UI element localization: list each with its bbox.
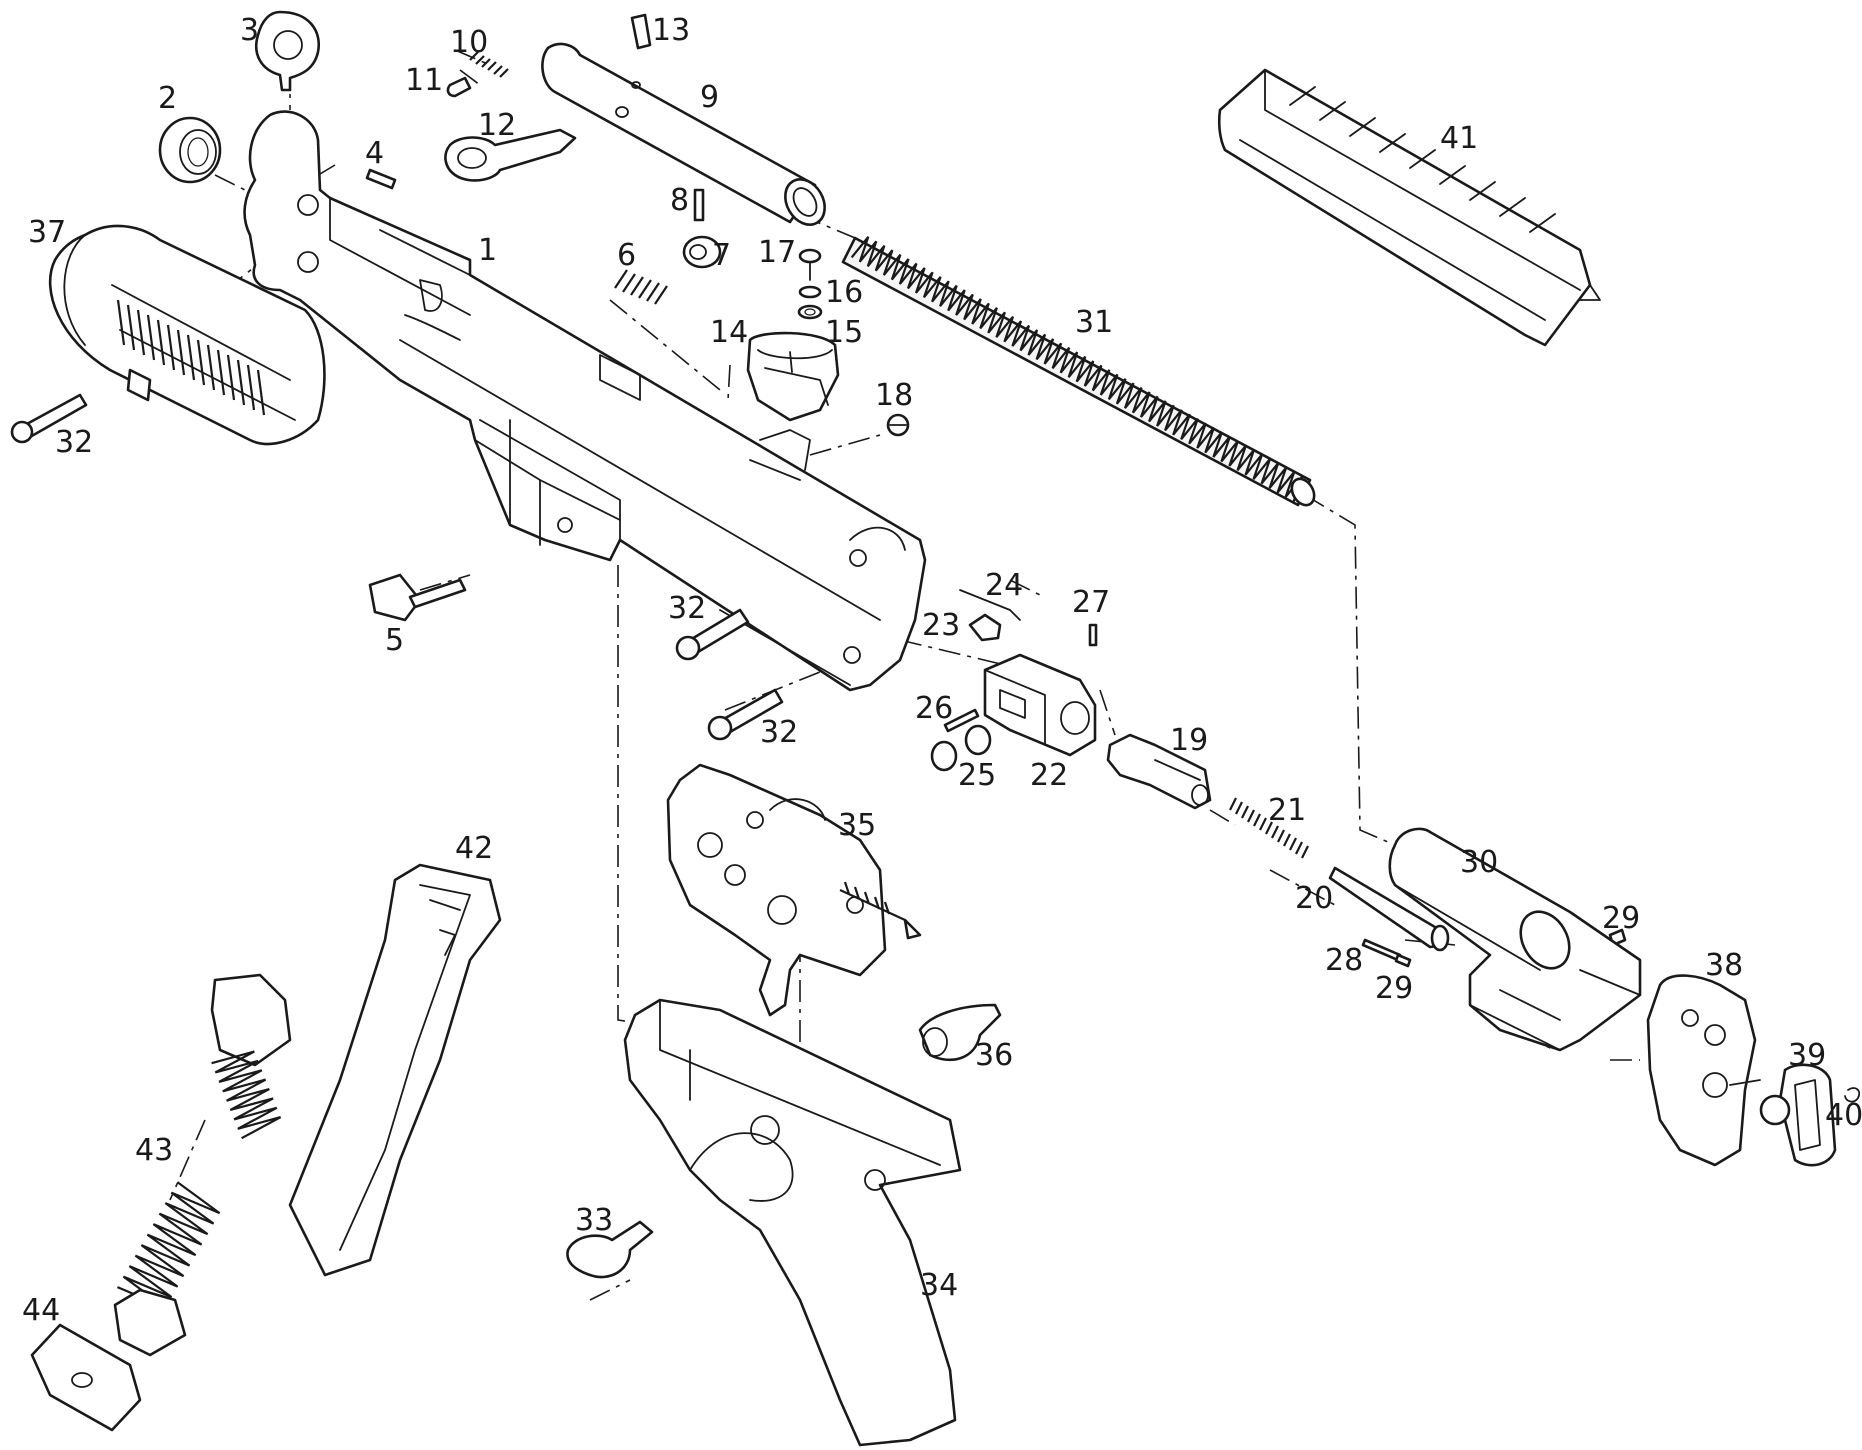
callout-44: 44	[22, 1293, 60, 1328]
locking-piece	[1106, 733, 1212, 810]
rear-sight-screw	[886, 413, 910, 437]
cocking-tube	[541, 42, 826, 226]
roll-pin	[630, 13, 652, 50]
pin-29-lower	[1394, 953, 1412, 968]
callout-41: 41	[1440, 121, 1478, 156]
callout-labels: 1 2 3 4 5 6 7 8 9 10 11 12 13 14 15 16 1…	[22, 13, 1862, 1328]
callout-21: 21	[1268, 793, 1306, 828]
fire-selector	[918, 1003, 1002, 1062]
callout-17: 17	[758, 235, 796, 270]
locking-rollers	[930, 724, 992, 772]
rear-sight-drum	[746, 331, 840, 422]
callout-19: 19	[1170, 723, 1208, 758]
callout-27: 27	[1072, 585, 1110, 620]
callout-8: 8	[670, 183, 689, 218]
end-cap	[1646, 974, 1761, 1167]
trigger-housing-grip	[623, 998, 962, 1447]
firing-pin	[1328, 866, 1450, 952]
retaining-clip	[1844, 1087, 1861, 1103]
callout-23: 23	[922, 608, 960, 643]
sight-screw-stack	[797, 248, 823, 320]
magazine-floorplate	[30, 1323, 142, 1432]
callout-32-left: 32	[55, 425, 93, 460]
callout-29-upper: 29	[1602, 901, 1640, 936]
callout-32-middle: 32	[668, 591, 706, 626]
callout-15: 15	[825, 315, 863, 350]
callout-36: 36	[975, 1038, 1013, 1073]
callout-24: 24	[985, 568, 1023, 603]
callout-18: 18	[875, 378, 913, 413]
callout-31: 31	[1075, 305, 1113, 340]
magazine-body	[288, 863, 502, 1277]
scope-rail	[1217, 68, 1601, 347]
callout-9: 9	[700, 80, 719, 115]
firing-pin-spring	[1229, 797, 1309, 859]
callout-38: 38	[1705, 948, 1743, 983]
locating-pin	[693, 188, 705, 222]
extractor	[968, 613, 1002, 642]
magazine-spring	[113, 973, 292, 1357]
callout-13: 13	[652, 13, 690, 48]
callout-4: 4	[365, 136, 384, 171]
sling-swivel	[1759, 1063, 1837, 1167]
callout-25: 25	[958, 758, 996, 793]
takedown-push-pin	[566, 1220, 654, 1279]
pin-28	[1361, 938, 1402, 962]
bolt-carrier	[1388, 827, 1642, 1052]
callout-43: 43	[135, 1133, 173, 1168]
detent-spring-6	[614, 269, 668, 305]
plunger	[682, 235, 722, 269]
detent-spring	[469, 51, 509, 78]
receiver	[243, 110, 927, 692]
cross-pin-left	[10, 393, 88, 444]
callout-1: 1	[478, 233, 497, 268]
callout-3: 3	[240, 13, 259, 48]
callout-33: 33	[575, 1203, 613, 1238]
cocking-handle	[444, 128, 577, 182]
callout-6: 6	[617, 238, 636, 273]
callout-28: 28	[1325, 943, 1363, 978]
callout-2: 2	[158, 81, 177, 116]
locking-pin	[1088, 623, 1098, 647]
callout-14: 14	[710, 315, 748, 350]
callout-22: 22	[1030, 758, 1068, 793]
callout-5: 5	[385, 623, 404, 658]
callout-20: 20	[1295, 881, 1333, 916]
cross-pin-middle	[675, 608, 750, 661]
callout-42: 42	[455, 831, 493, 866]
callout-12: 12	[478, 108, 516, 143]
callout-30: 30	[1460, 845, 1498, 880]
extractor-spring	[959, 589, 1021, 621]
detent	[446, 76, 472, 98]
callout-29-lower: 29	[1375, 971, 1413, 1006]
trigger-group	[666, 763, 922, 1017]
handguard	[48, 224, 326, 446]
callout-32-lower: 32	[760, 715, 798, 750]
callout-37: 37	[28, 215, 66, 250]
callout-35: 35	[838, 808, 876, 843]
bolt-head	[983, 653, 1097, 757]
callout-16: 16	[825, 275, 863, 310]
callout-26: 26	[915, 691, 953, 726]
muzzle-cap	[158, 116, 222, 184]
callout-40: 40	[1825, 1098, 1862, 1133]
selector-lever	[368, 573, 467, 622]
retaining-pin	[365, 168, 397, 190]
recoil-spring	[841, 236, 1316, 507]
callout-7: 7	[712, 238, 731, 273]
front-sight-hood	[255, 10, 321, 92]
roller-pin	[943, 708, 980, 733]
callout-34: 34	[920, 1268, 958, 1303]
cross-pin-lower	[707, 688, 784, 741]
callout-11: 11	[405, 63, 443, 98]
callout-39: 39	[1788, 1038, 1826, 1073]
callout-10: 10	[450, 25, 488, 60]
